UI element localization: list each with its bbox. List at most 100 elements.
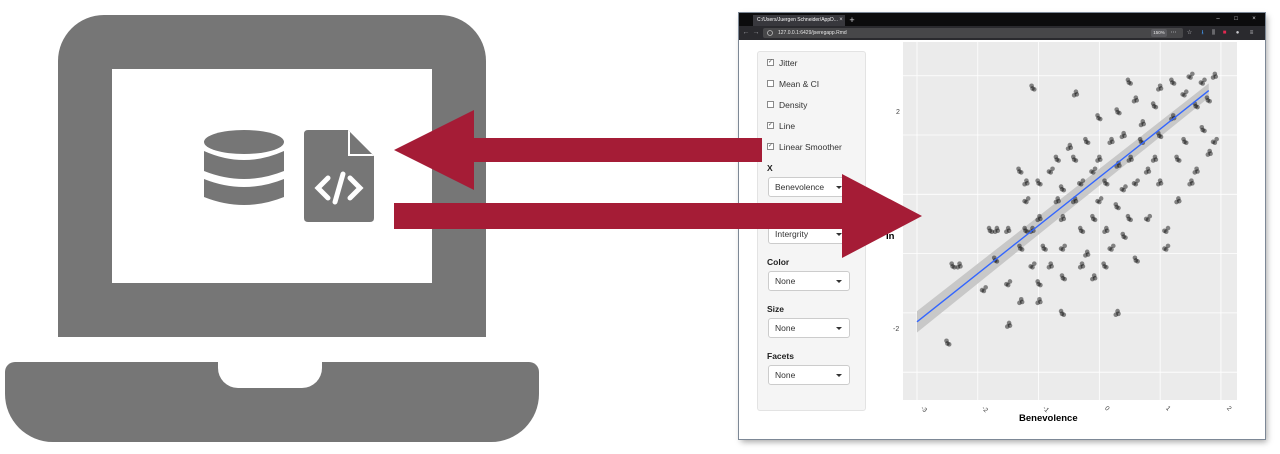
data-point	[1162, 243, 1171, 252]
point-mark	[1071, 157, 1077, 162]
point-mark	[1092, 275, 1098, 281]
checkbox-icon[interactable]: ✓	[767, 143, 774, 151]
checkbox-jitter[interactable]: ✓Jitter	[767, 58, 798, 68]
point-mark	[1208, 151, 1213, 157]
size-select[interactable]: None	[768, 318, 850, 338]
close-window-button[interactable]: ×	[1252, 16, 1256, 22]
point-mark	[1059, 186, 1065, 192]
data-point	[1143, 166, 1152, 175]
point-mark	[1169, 80, 1175, 85]
data-point	[1138, 119, 1147, 128]
library-icon[interactable]: ⫼	[1212, 30, 1215, 36]
point-mark	[1115, 109, 1120, 115]
x-tick-label: 1	[1164, 405, 1172, 413]
checkbox-icon[interactable]	[767, 101, 774, 109]
point-mark	[1133, 95, 1139, 100]
point-mark	[1038, 282, 1043, 288]
point-mark	[1113, 202, 1119, 207]
color-select-value: None	[775, 276, 796, 286]
point-mark	[1107, 246, 1113, 251]
size-label: Size	[767, 304, 785, 314]
maximize-button[interactable]: □	[1234, 16, 1238, 22]
color-label: Color	[767, 257, 790, 267]
checkbox-mean-ci[interactable]: Mean & CI	[767, 78, 819, 90]
point-mark	[1174, 154, 1179, 160]
point-mark	[1103, 181, 1108, 186]
checkbox-icon[interactable]: ✓	[767, 59, 774, 67]
color-select[interactable]: None	[768, 271, 850, 291]
point-mark	[1038, 299, 1043, 305]
checkbox-icon[interactable]: ✓	[767, 122, 774, 130]
data-point	[1090, 213, 1098, 223]
address-bar[interactable]	[763, 28, 1183, 38]
caret-down-icon	[836, 280, 842, 283]
point-mark	[1190, 181, 1195, 186]
point-mark	[1157, 83, 1163, 89]
point-mark	[1126, 216, 1132, 222]
point-mark	[1123, 184, 1128, 189]
point-mark	[1123, 235, 1128, 240]
point-mark	[1156, 87, 1161, 92]
back-button[interactable]: ←	[742, 29, 750, 36]
point-mark	[1131, 181, 1137, 186]
checkbox-linear-smoother[interactable]: ✓Linear Smoother	[767, 142, 842, 152]
data-point	[986, 225, 995, 234]
point-mark	[1017, 243, 1022, 249]
point-mark	[1153, 157, 1159, 162]
point-mark	[1004, 281, 1009, 287]
point-mark	[1186, 74, 1192, 79]
data-point	[1035, 279, 1043, 288]
code-file-icon	[304, 130, 374, 222]
more-icon[interactable]: ⋯	[1170, 30, 1177, 36]
account-icon[interactable]: ●	[1235, 30, 1240, 36]
data-point	[944, 338, 952, 347]
point-mark	[1022, 181, 1027, 187]
data-point	[1053, 196, 1061, 205]
data-point	[1150, 154, 1159, 163]
extension-icon[interactable]: ■	[1222, 30, 1227, 36]
tab-close-icon[interactable]: ×	[839, 17, 843, 23]
point-mark	[1120, 231, 1126, 237]
point-mark	[1004, 324, 1010, 329]
zoom-level[interactable]: 150%	[1151, 29, 1167, 37]
data-point	[1113, 308, 1121, 318]
point-mark	[1059, 311, 1065, 317]
title-bar	[739, 13, 1265, 26]
point-mark	[1035, 300, 1040, 306]
checkbox-density[interactable]: Density	[767, 99, 807, 111]
point-mark	[1170, 113, 1176, 118]
smoother-line	[916, 89, 1210, 323]
point-mark	[989, 229, 995, 234]
minimize-button[interactable]: –	[1216, 16, 1220, 22]
point-mark	[1163, 247, 1169, 252]
point-mark	[1016, 166, 1021, 172]
point-mark	[1031, 261, 1037, 266]
point-mark	[1202, 128, 1207, 134]
point-mark	[1143, 216, 1149, 222]
point-mark	[1121, 234, 1126, 240]
data-point	[1004, 320, 1013, 329]
point-mark	[1169, 77, 1174, 83]
menu-icon[interactable]: ≡	[1249, 30, 1254, 36]
point-mark	[1043, 247, 1048, 252]
facets-select[interactable]: None	[768, 365, 850, 385]
data-point	[1125, 213, 1133, 223]
forward-button[interactable]: →	[752, 29, 760, 36]
laptop-notch	[218, 362, 322, 388]
data-point	[1131, 95, 1140, 104]
point-mark	[1097, 154, 1102, 160]
data-point	[1077, 178, 1086, 187]
point-mark	[1089, 169, 1094, 174]
checkbox-line[interactable]: ✓Line	[767, 121, 796, 131]
bookmark-star-icon[interactable]: ☆	[1186, 30, 1193, 36]
browser-tab[interactable]: C:/Users/Juergen Schneider/AppD...	[753, 15, 845, 26]
point-mark	[1126, 158, 1132, 163]
point-mark	[1078, 181, 1084, 187]
download-icon[interactable]: ⭳	[1201, 30, 1204, 36]
point-mark	[986, 225, 992, 231]
point-mark	[983, 285, 988, 290]
new-tab-button[interactable]: +	[849, 15, 855, 25]
checkbox-icon[interactable]	[767, 80, 774, 88]
point-mark	[1085, 252, 1091, 257]
point-mark	[1214, 136, 1219, 142]
